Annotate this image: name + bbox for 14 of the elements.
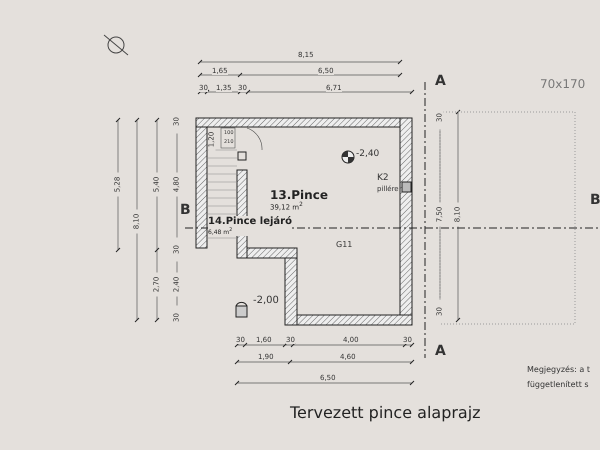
section-marker: A (435, 344, 446, 358)
note-text: Megjegyzés: a t (527, 366, 590, 374)
section-marker: A (435, 74, 446, 88)
room-name: 13.Pince (270, 188, 328, 202)
note-text: függetlenített s (527, 381, 589, 389)
room-name: 14.Pince lejáró (208, 216, 292, 227)
dimension-text: -2,00 (253, 296, 279, 306)
drawing-title: Tervezett pince alaprajz (290, 403, 481, 422)
section-marker: B (180, 203, 191, 217)
section-marker: B (590, 193, 600, 207)
dimension-text: G11 (336, 241, 352, 249)
dimension-text: K2 (377, 174, 389, 183)
dimension-text: -2,40 (356, 150, 380, 159)
handwritten-note: 70x170 (540, 78, 586, 90)
